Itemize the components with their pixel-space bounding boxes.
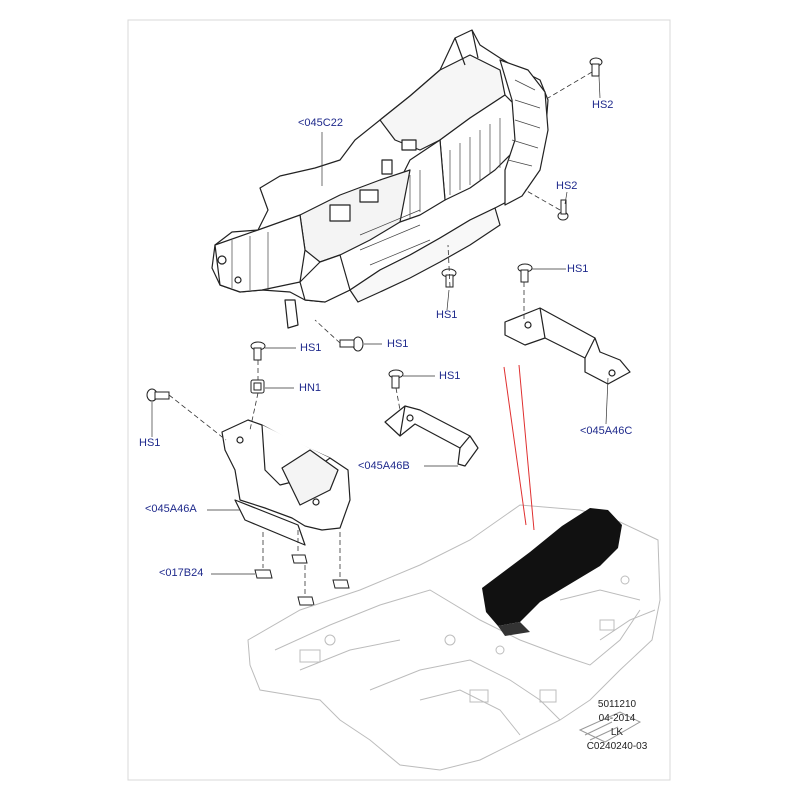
label-console-frame: <045C22 xyxy=(298,117,343,129)
label-pad: <017B24 xyxy=(159,567,204,579)
footer-date: 04-2014 xyxy=(598,713,636,724)
bracket-c-part xyxy=(504,307,631,385)
footer-ref: C0240240-03 xyxy=(586,741,648,752)
label-hs1-center: HS1 xyxy=(436,309,458,321)
label-hs1-right: HS1 xyxy=(567,263,589,275)
label-hs1-bracket-b: HS1 xyxy=(439,370,461,382)
label-hs2-mid: HS2 xyxy=(556,180,578,192)
console-location-highlight xyxy=(482,508,622,636)
label-hs1-left-upper: HS1 xyxy=(300,342,322,354)
leader-lines xyxy=(151,75,609,575)
label-hn1: HN1 xyxy=(299,382,322,394)
label-bracket-a: <045A46A xyxy=(145,503,197,515)
assembly-guide-lines xyxy=(168,71,593,595)
label-hs1-mid: HS1 xyxy=(387,338,409,350)
floor-pads xyxy=(254,554,350,606)
console-frame-part xyxy=(211,29,549,329)
nut-icon xyxy=(250,379,265,394)
label-bracket-c: <045A46C xyxy=(580,425,633,437)
bracket-a-part xyxy=(221,419,351,546)
bracket-b-part xyxy=(384,405,479,467)
label-hs1-left: HS1 xyxy=(139,437,161,449)
console-ribs xyxy=(231,79,541,290)
label-hs2-top: HS2 xyxy=(592,99,614,111)
label-bracket-b: <045A46B xyxy=(358,460,410,472)
footer-code: 5011210 xyxy=(597,699,637,710)
footer-initials: LK xyxy=(610,727,624,738)
location-pointer-lines xyxy=(503,364,535,531)
floor-pan-ghost xyxy=(247,504,661,771)
screw-icon xyxy=(146,57,603,402)
